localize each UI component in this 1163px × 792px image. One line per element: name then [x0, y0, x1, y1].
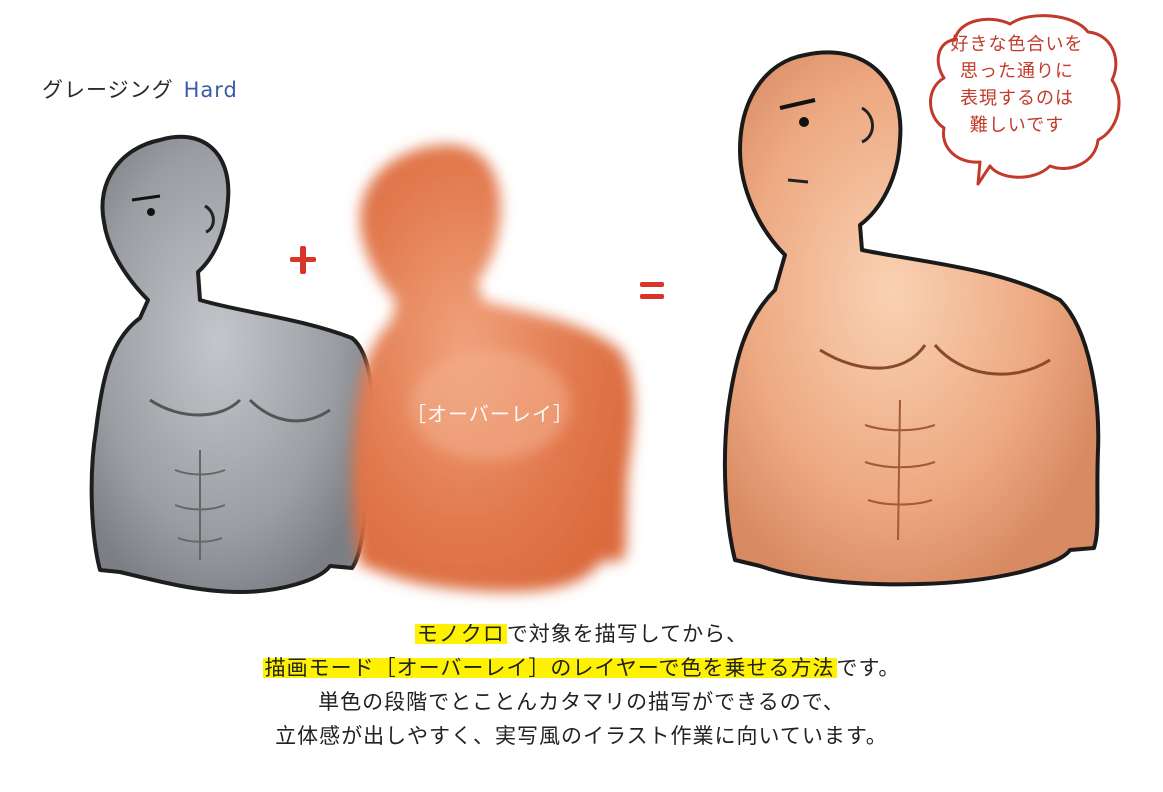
caption-line-2-text: です。 — [836, 656, 901, 680]
caption-line-4: 立体感が出しやすく、実写風のイラスト作業に向いています。 — [275, 724, 888, 748]
speech-bubble-text: 好きな色合いを 思った通りに 表現するのは 難しいです — [950, 34, 1084, 136]
equals-sign-icon — [640, 282, 664, 299]
section-heading: グレージング Hard — [42, 74, 238, 104]
monochrome-figure — [89, 134, 376, 594]
caption-line-1-text: で対象を描写してから、 — [506, 622, 749, 646]
caption-line-2: 描画モード［オーバーレイ］のレイヤーで色を乗せる方法です。 — [0, 651, 1163, 685]
caption-line-1: モノクロで対象を描写してから、 — [0, 617, 1163, 651]
caption-line-3: 単色の段階でとことんカタマリの描写ができるので、 — [318, 690, 845, 714]
overlay-layer-label: ［オーバーレイ］ — [406, 402, 574, 426]
caption-highlight-2: 描画モード［オーバーレイ］のレイヤーで色を乗せる方法 — [262, 656, 837, 680]
plus-sign-icon — [290, 246, 316, 274]
overlay-layer-figure — [352, 144, 634, 593]
heading-title: グレージング — [42, 78, 174, 102]
caption: モノクロで対象を描写してから、 描画モード［オーバーレイ］のレイヤーで色を乗せる… — [0, 617, 1163, 753]
colored-result-figure — [722, 50, 1101, 587]
speech-bubble — [929, 14, 1121, 186]
caption-highlight-1: モノクロ — [414, 622, 507, 646]
difficulty-level: Hard — [183, 78, 238, 102]
